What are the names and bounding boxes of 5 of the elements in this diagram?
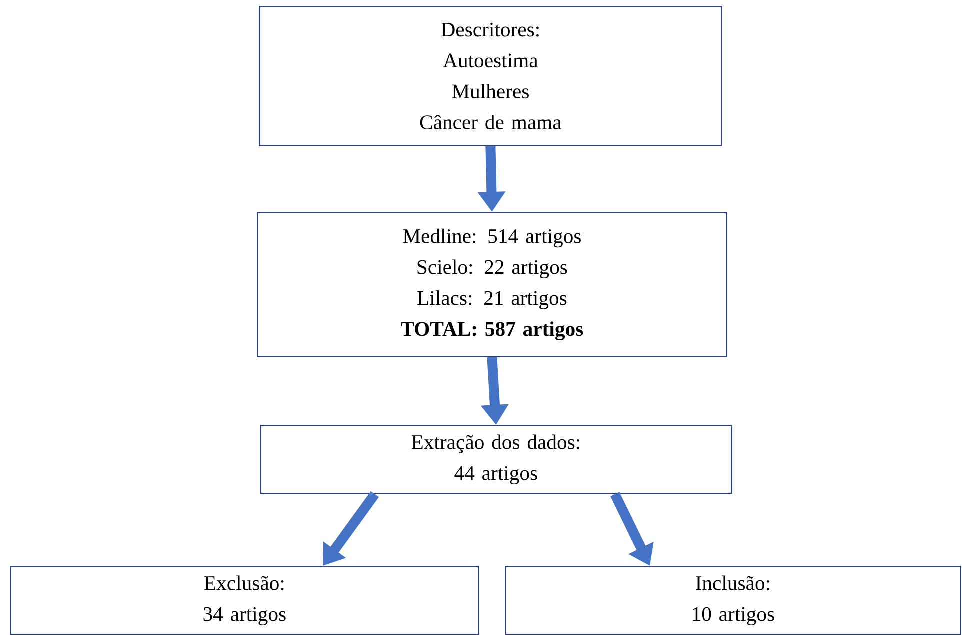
- process-box: Medline: 514 artigos Scielo: 22 artigos Lilacs: 21 artigos TOTAL: 587 artigos: [257, 212, 728, 358]
- process-box: Inclusão: 10 artigos: [505, 566, 962, 635]
- process-box: Extração dos dados: 44 artigos: [260, 425, 732, 494]
- process-box: Descritores: Autoestima Mulheres Câncer de mama: [259, 6, 722, 146]
- process-box: Exclusão: 34 artigos: [10, 566, 480, 635]
